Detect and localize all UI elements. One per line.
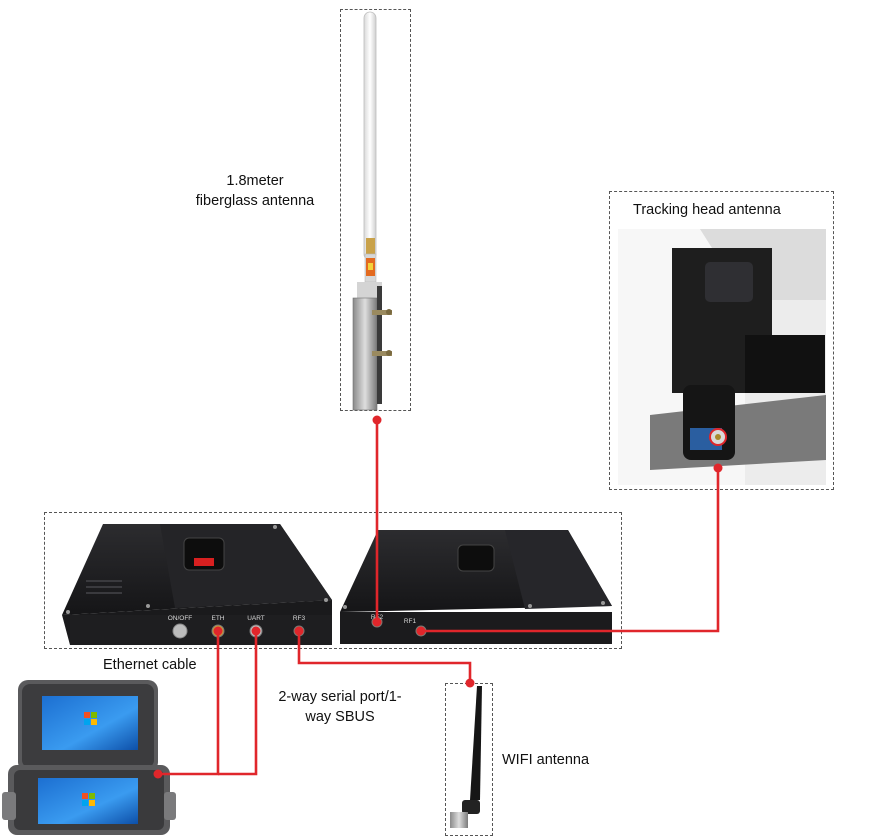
port-label-on-off: ON/OFF bbox=[168, 615, 193, 622]
connector-dot-rf1 bbox=[416, 626, 426, 636]
cable-eth-to-laptop bbox=[158, 631, 220, 776]
serial-port-label-line2: way SBUS bbox=[305, 709, 375, 725]
tracking-head-antenna-label: Tracking head antenna bbox=[633, 202, 781, 218]
connector-dot-fiberglass bbox=[372, 415, 382, 425]
rugged-laptop-image bbox=[2, 680, 176, 835]
connector-dot-eth bbox=[213, 626, 223, 636]
port-label-rf3: RF3 bbox=[293, 615, 306, 622]
serial-port-label-line1: 2-way serial port/1- bbox=[278, 689, 402, 705]
ethernet-cable-label: Ethernet cable bbox=[103, 657, 197, 673]
connector-dot-wifi bbox=[465, 678, 475, 688]
connector-dot-uart bbox=[251, 626, 261, 636]
connector-dot-rf3 bbox=[294, 626, 304, 636]
windows-logo-icon bbox=[84, 712, 97, 725]
cable-tracking-head-to-rf1 bbox=[421, 468, 720, 633]
connector-dot-tracking-head bbox=[713, 463, 723, 473]
serial-port-label: 2-way serial port/1- way SBUS bbox=[265, 687, 415, 727]
wifi-antenna-image bbox=[450, 686, 482, 828]
cable-rf3-to-wifi bbox=[297, 631, 472, 683]
wifi-antenna-label: WIFI antenna bbox=[502, 752, 590, 768]
fiberglass-antenna-label-line1: 1.8meter bbox=[226, 173, 284, 189]
fiberglass-antenna-frame bbox=[340, 9, 411, 411]
tracking-head-antenna-frame bbox=[609, 191, 834, 490]
port-label-eth: ETH bbox=[212, 615, 225, 622]
connector-dot-rf2 bbox=[372, 617, 382, 627]
port-label-uart: UART bbox=[247, 615, 265, 622]
ground-datalink-unit bbox=[62, 524, 332, 645]
datalink-units-frame bbox=[44, 512, 622, 649]
cable-connections bbox=[158, 420, 720, 776]
fiberglass-antenna-label: 1.8meter fiberglass antenna bbox=[180, 171, 330, 211]
tracking-head-antenna-image bbox=[618, 229, 826, 485]
connector-dot-laptop bbox=[153, 769, 163, 779]
cable-uart-to-laptop bbox=[218, 631, 258, 776]
fiberglass-antenna-label-line2: fiberglass antenna bbox=[195, 193, 315, 209]
fiberglass-antenna-image bbox=[352, 11, 392, 411]
air-datalink-unit bbox=[340, 530, 612, 644]
port-label-rf1: RF1 bbox=[404, 618, 417, 625]
